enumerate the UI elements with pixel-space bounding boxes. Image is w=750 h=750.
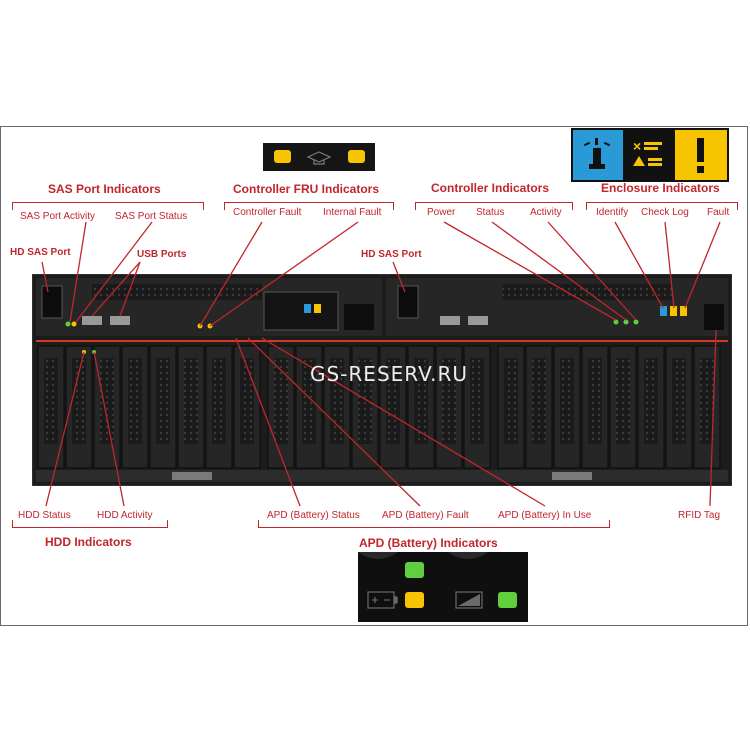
apd-bracket [258,520,610,528]
drive-bays [37,345,721,469]
activity-led [633,319,639,325]
hd-sas-port-left [41,285,63,319]
power-led [613,319,619,325]
hd-sas-port-right [397,285,419,319]
controller-fru-indicators-header: Controller FRU Indicators [233,182,380,196]
label-apd-status: APD (Battery) Status [267,510,360,521]
apd-indicators-header: APD (Battery) Indicators [359,536,498,550]
sas-port-status-led [71,321,77,327]
label-internal-fault: Internal Fault [323,207,382,218]
check-log-icon: × [633,138,662,166]
label-sas-port-status: SAS Port Status [115,211,188,222]
controller-fru-led-panel [263,143,375,171]
amber-led-icon [348,150,365,163]
controller-right [386,278,728,336]
svg-text:×: × [633,138,641,154]
green-led-icon [498,592,517,608]
label-fault: Fault [707,207,730,218]
amber-led-icon [405,592,424,608]
mortarboard-icon [306,151,332,165]
battery-charge-icon [455,591,483,609]
green-led-icon [405,562,424,578]
label-apd-in-use: APD (Battery) In Use [498,510,592,521]
label-power: Power [427,207,456,218]
label-rfid-tag: RFID Tag [678,510,721,521]
controller-bracket [415,202,573,210]
battery-plus-icon [367,591,398,609]
controller-indicators-header: Controller Indicators [431,181,550,195]
enclosure-bracket [586,202,738,210]
sas-port-indicators-header: SAS Port Indicators [48,182,161,196]
label-controller-fault: Controller Fault [233,207,302,218]
enclosure-led-panel: × [571,128,729,182]
label-hdd-status: HDD Status [18,510,71,521]
label-identify: Identify [596,207,629,218]
label-activity: Activity [530,207,562,218]
identify-led [660,306,667,316]
hdd-bracket [12,520,168,528]
status-led [623,319,629,325]
fault-led [680,306,687,316]
label-status: Status [476,207,505,218]
sas-port-bracket [12,202,204,210]
label-hd-sas-port-right: HD SAS Port [361,249,422,260]
fault-exclamation-icon [697,138,704,173]
hdd-indicators-header: HDD Indicators [45,535,132,549]
watermark-text: GS-RESERV.RU [310,362,469,386]
identify-beacon-icon [583,138,611,169]
label-check-log: Check Log [641,207,689,218]
storage-enclosure-chassis [32,274,732,486]
label-apd-fault: APD (Battery) Fault [382,510,469,521]
usb-port-1 [82,316,102,325]
label-hd-sas-port-left: HD SAS Port [10,247,71,258]
controller-left [36,278,382,336]
apd-battery-led-panel [358,552,528,622]
amber-led-icon [274,150,291,163]
sas-port-activity-led [65,321,71,327]
label-sas-port-activity: SAS Port Activity [20,211,96,222]
enclosure-indicators-header: Enclosure Indicators [601,181,720,195]
rfid-tag [704,304,724,330]
label-usb-ports: USB Ports [137,249,187,260]
check-log-led [670,306,677,316]
usb-port-2 [110,316,130,325]
controller-fru-bracket [224,202,394,210]
label-hdd-activity: HDD Activity [97,510,153,521]
